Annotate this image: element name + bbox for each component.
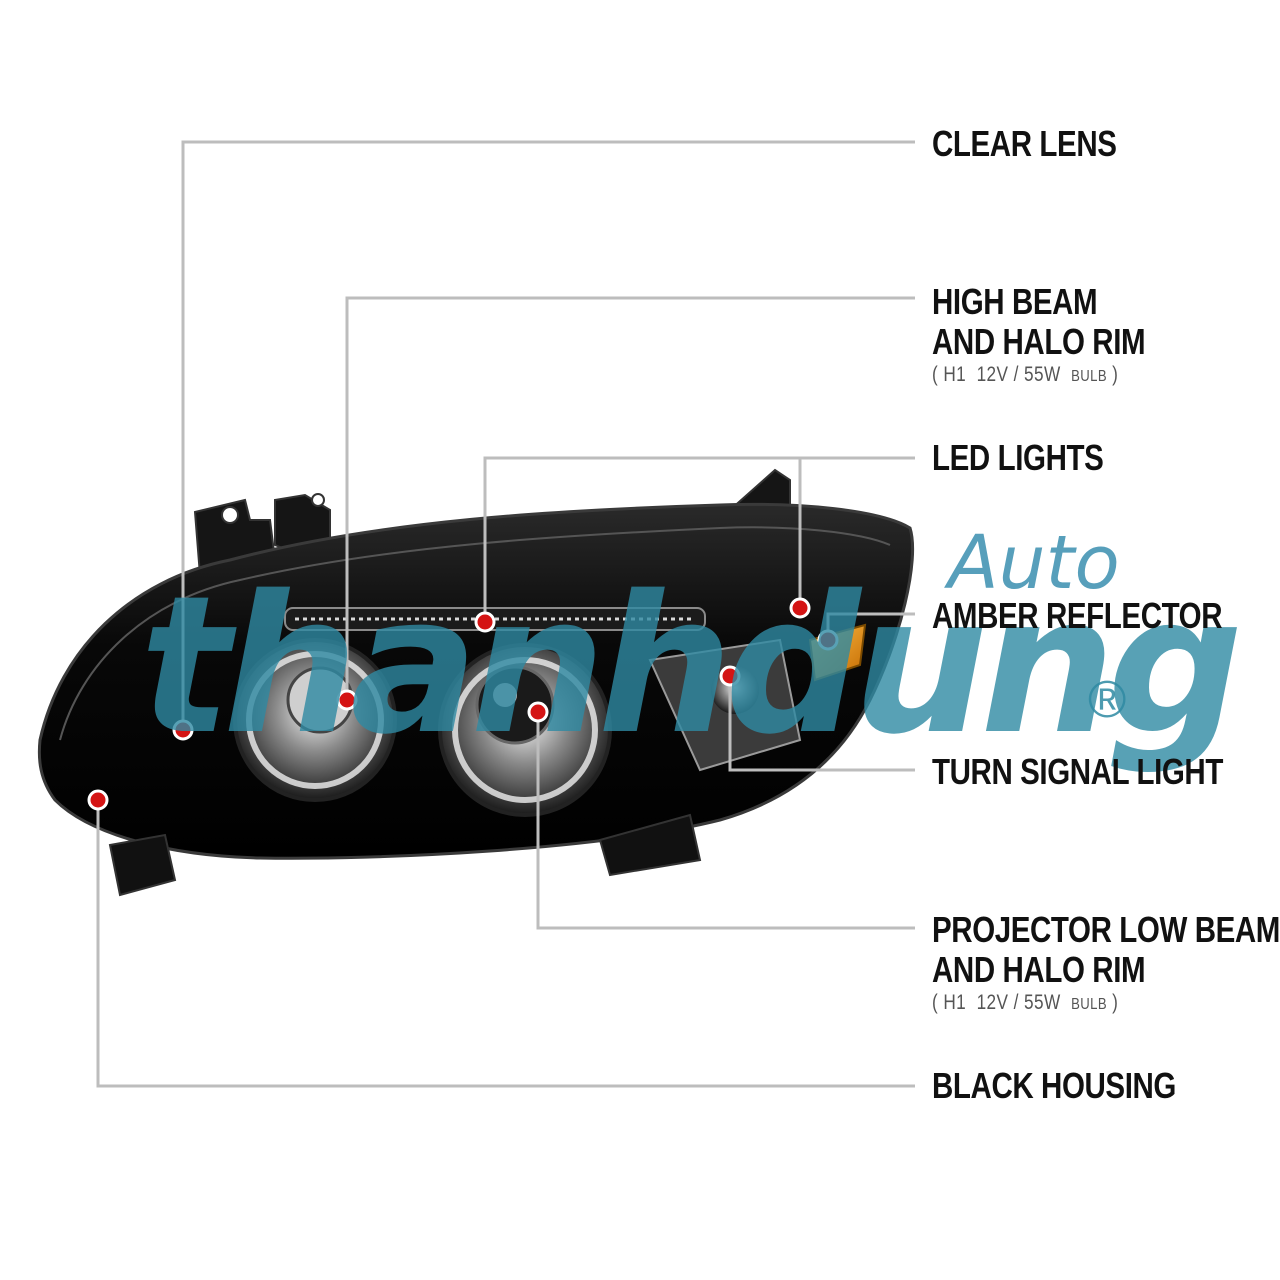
watermark-auto: Auto	[948, 520, 1120, 606]
callout-high-beam-spec: ( H1 12V / 55W BULB )	[932, 363, 1119, 386]
marker-dot-led	[474, 611, 496, 633]
leader-turn-signal	[728, 676, 915, 772]
leader-clear-lens	[181, 140, 915, 730]
callout-amber-reflector-text: AMBER REFLECTOR	[932, 595, 1223, 636]
marker-dot-amber	[817, 629, 839, 651]
high-beam-bulb-power: 12V / 55W	[976, 363, 1061, 386]
leader-high-beam	[345, 296, 915, 700]
callout-clear-lens: CLEAR LENS	[932, 124, 1117, 164]
high-beam-bulb-type: H1	[943, 363, 967, 386]
low-beam-bulb-type: H1	[943, 991, 967, 1014]
marker-dot-turn-signal	[719, 665, 741, 687]
lens-outline	[59, 526, 891, 741]
leader-black-housing	[96, 800, 915, 1088]
headlight-housing	[37, 468, 915, 897]
marker-dot-led-right	[789, 597, 811, 619]
high-beam-bulb-word: BULB	[1071, 368, 1107, 385]
callout-black-housing: BLACK HOUSING	[932, 1066, 1176, 1106]
leader-lines	[96, 140, 915, 1088]
watermark-registered-mark: ®	[1088, 671, 1127, 729]
callout-high-beam: HIGH BEAM AND HALO RIM ( H1 12V / 55W BU…	[932, 281, 1146, 390]
leader-led-right	[798, 456, 915, 608]
callout-low-beam-spec: ( H1 12V / 55W BULB )	[932, 991, 1119, 1014]
leader-low-beam	[536, 712, 915, 930]
marker-dot-low-beam	[527, 701, 549, 723]
callout-low-beam-line1: PROJECTOR LOW BEAM	[932, 909, 1280, 950]
callout-turn-signal: TURN SIGNAL LIGHT	[932, 752, 1223, 792]
lower-mount-left	[108, 833, 177, 897]
marker-dot-clear-lens	[172, 719, 194, 741]
callout-low-beam: PROJECTOR LOW BEAM AND HALO RIM ( H1 12V…	[932, 910, 1280, 1018]
leader-led-left	[483, 456, 800, 622]
watermark-brand: thanhdung	[140, 555, 1243, 776]
callout-low-beam-line2: AND HALO RIM	[932, 949, 1146, 990]
marker-dot-high-beam	[336, 689, 358, 711]
callout-clear-lens-text: CLEAR LENS	[932, 123, 1117, 164]
callout-turn-signal-text: TURN SIGNAL LIGHT	[932, 751, 1223, 792]
marker-dots	[87, 597, 839, 811]
marker-dot-black-housing	[87, 789, 109, 811]
low-beam-bulb-word: BULB	[1071, 996, 1107, 1013]
callout-led-lights: LED LIGHTS	[932, 437, 1104, 478]
lower-mount-right	[598, 813, 702, 877]
callout-high-beam-line2: AND HALO RIM	[932, 321, 1146, 362]
callout-high-beam-line1: HIGH BEAM	[932, 281, 1098, 322]
high-beam-projector	[233, 638, 397, 802]
low-beam-bulb-power: 12V / 55W	[976, 991, 1061, 1014]
callout-amber-reflector: AMBER REFLECTOR	[932, 595, 1223, 636]
low-beam-projector	[438, 643, 612, 817]
callout-black-housing-text: BLACK HOUSING	[932, 1065, 1176, 1106]
callout-led-lights-text: LED LIGHTS	[932, 437, 1104, 478]
